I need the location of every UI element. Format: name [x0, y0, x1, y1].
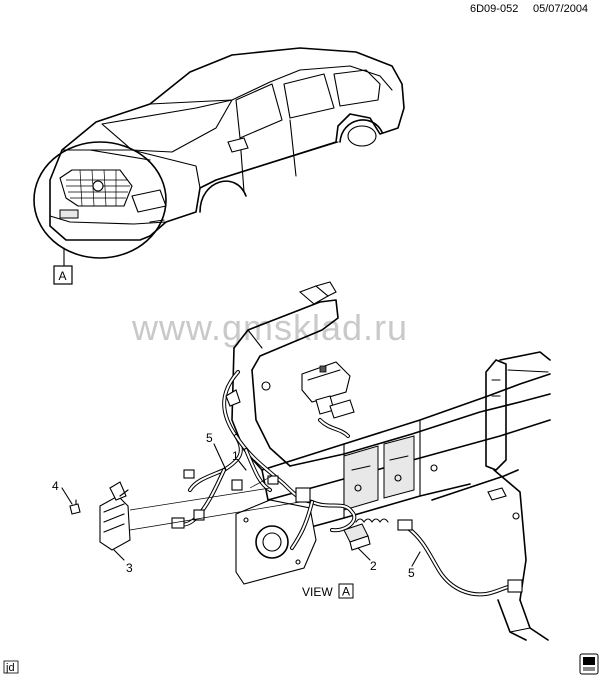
view-a-box	[53, 265, 73, 285]
diagram-date: 05/07/2004	[533, 3, 588, 15]
leader-lines	[61, 443, 421, 567]
view-label: VIEW	[302, 585, 333, 599]
diagram-code: 6D09-052	[470, 3, 518, 15]
upper-connector-cluster	[301, 361, 355, 419]
car-illustration	[33, 47, 405, 267]
view-label-box	[338, 583, 354, 599]
callout-4: 4	[52, 479, 59, 493]
callout-2: 2	[370, 559, 377, 573]
footer-initials: jd	[5, 662, 15, 674]
callout-3: 3	[126, 561, 133, 575]
callout-5-right: 5	[408, 566, 415, 580]
callout-1: 1	[232, 449, 239, 463]
part-4-bolt	[69, 499, 81, 515]
view-a-letter: A	[59, 269, 67, 283]
part-2-connector	[343, 518, 389, 551]
view-label-letter: A	[342, 585, 350, 599]
callout-5-left: 5	[206, 431, 213, 445]
watermark-text: www.gmsklad.ru	[131, 307, 408, 348]
detail-circle	[33, 141, 167, 259]
initials-box	[3, 660, 19, 674]
wiring-harness-right	[397, 519, 523, 597]
gm-logo-badge-icon	[579, 653, 599, 675]
receiver-plate	[235, 499, 317, 585]
part-3-module	[99, 481, 131, 551]
